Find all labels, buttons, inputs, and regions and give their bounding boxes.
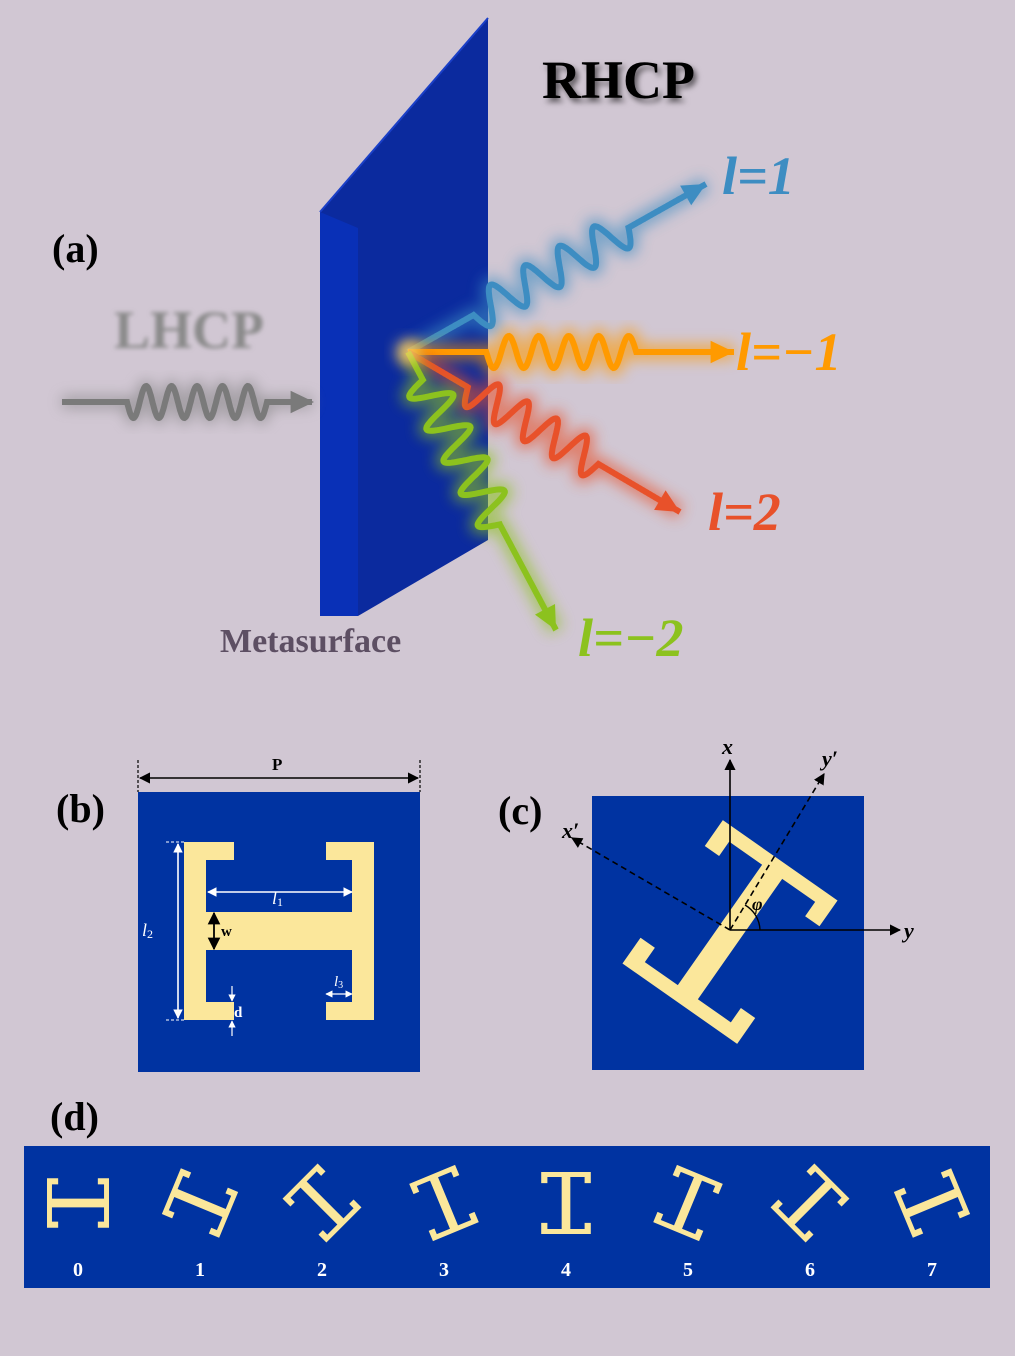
beam-l1-wave xyxy=(406,181,708,355)
p-label: P xyxy=(272,755,282,774)
panel-c-label: (c) xyxy=(498,788,542,833)
beam-l-minus1-wave xyxy=(408,332,734,372)
array-index-label: 5 xyxy=(683,1259,693,1281)
x-axis-label: x xyxy=(721,734,733,759)
incident-arrowhead xyxy=(290,390,314,414)
panel-b-label: (b) xyxy=(56,786,105,831)
array-index-label: 1 xyxy=(195,1259,205,1281)
beam-l2-arrowhead xyxy=(654,490,680,512)
array-element: 7 xyxy=(893,1168,971,1281)
array-element: 2 xyxy=(282,1163,362,1281)
beam-label-l-minus2: l=−2 xyxy=(578,608,684,668)
array-atom-shape xyxy=(47,1178,109,1228)
array-index-label: 0 xyxy=(73,1259,83,1281)
array-atom-shape xyxy=(161,1168,239,1238)
panel-c: (c) x y y′ x′ φ xyxy=(498,734,914,1070)
element-array: 0 1 2 3 4 5 6 7 xyxy=(47,1163,971,1281)
beam-l-minus1 xyxy=(408,327,734,377)
beam-l-minus1-arrowhead xyxy=(710,340,734,364)
panel-d: (d) 0 1 2 3 4 5 6 7 xyxy=(24,1094,990,1288)
beam-l1 xyxy=(404,177,710,359)
beam-labels: l=1 l=−1 l=2 l=−2 xyxy=(578,146,842,668)
unit-cell-h-atom xyxy=(184,842,374,1020)
array-element: 6 xyxy=(770,1163,850,1281)
array-index-label: 6 xyxy=(805,1259,815,1281)
panel-a-label: (a) xyxy=(52,226,99,271)
l2-label: l2 xyxy=(142,920,153,941)
lhcp-label: LHCP xyxy=(114,300,264,360)
array-index-label: 7 xyxy=(927,1259,937,1281)
array-element: 1 xyxy=(161,1168,239,1281)
beam-label-l2: l=2 xyxy=(708,482,781,542)
rotated-atom-shape xyxy=(622,820,838,1044)
array-atom-shape xyxy=(893,1168,971,1238)
incident-beam xyxy=(62,379,314,425)
incident-beam-wave xyxy=(62,382,312,422)
beam-origin-glow xyxy=(396,340,420,364)
array-index-label: 4 xyxy=(561,1259,571,1281)
rhcp-label: RHCP xyxy=(542,50,695,110)
l3-label: l3 xyxy=(334,974,343,991)
array-atom-shape xyxy=(653,1164,723,1242)
array-index-label: 3 xyxy=(439,1259,449,1281)
l1-label: l1 xyxy=(272,888,283,909)
x-prime-label: x′ xyxy=(561,818,579,843)
beam-label-l-minus1: l=−1 xyxy=(736,322,842,382)
array-element: 0 xyxy=(47,1178,109,1281)
y-axis-label: y xyxy=(901,918,914,943)
metasurface-label: Metasurface xyxy=(220,623,401,660)
beam-l-minus2 xyxy=(401,348,563,634)
array-substrate xyxy=(24,1146,990,1288)
array-atom-shape xyxy=(541,1171,591,1235)
outgoing-beams xyxy=(396,177,734,634)
panel-b: (b) P l1 l2 w d l3 xyxy=(56,755,421,1072)
beam-l1-arrowhead xyxy=(680,184,706,206)
array-index-label: 2 xyxy=(317,1259,327,1281)
beam-l2-wave xyxy=(406,349,682,515)
array-element: 5 xyxy=(653,1164,723,1281)
phi-label: φ xyxy=(752,894,763,914)
array-atom-shape xyxy=(409,1164,479,1242)
y-prime-axis xyxy=(729,773,825,931)
phi-arc xyxy=(744,904,761,931)
beam-l-minus2-arrowhead xyxy=(535,604,556,630)
panel-a: (a) Metasurface RHCP LHCP l=1 l=−1 l=2 l… xyxy=(52,17,842,668)
array-element: 4 xyxy=(541,1171,591,1281)
y-prime-label: y′ xyxy=(819,746,838,771)
slab-side xyxy=(320,212,358,616)
beam-l-minus2-wave xyxy=(405,350,559,632)
x-prime-axis xyxy=(571,837,731,931)
d-label: d xyxy=(234,1005,243,1021)
array-atom-shape xyxy=(282,1163,362,1243)
array-element: 3 xyxy=(409,1164,479,1281)
beam-label-l1: l=1 xyxy=(722,146,795,206)
beam-l2 xyxy=(404,345,684,519)
array-atom-shape xyxy=(770,1163,850,1243)
rotated-h-atom xyxy=(622,820,838,1044)
w-label: w xyxy=(221,924,232,940)
panel-d-label: (d) xyxy=(50,1094,99,1139)
